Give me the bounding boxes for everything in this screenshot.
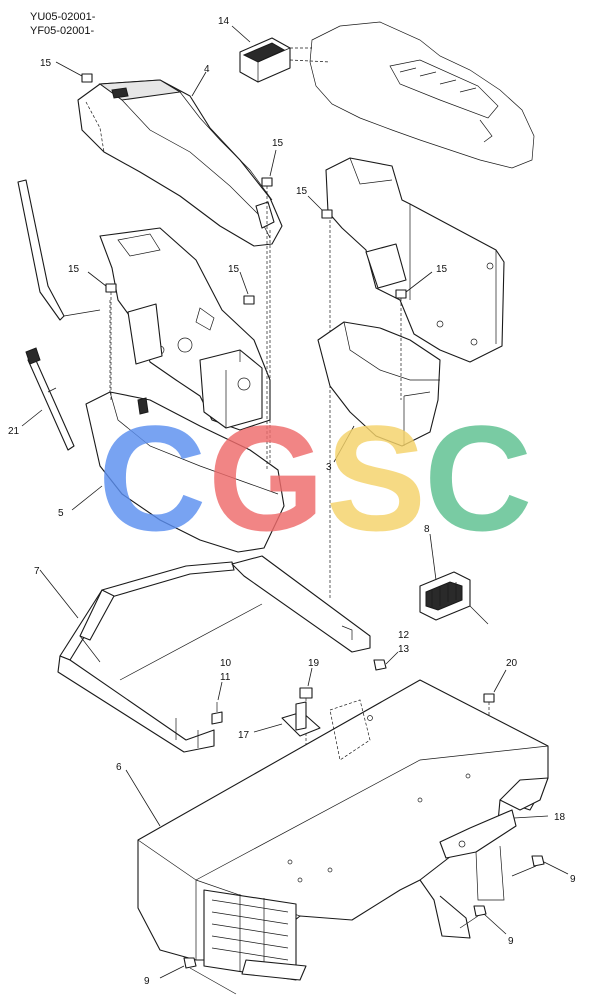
watermark-letter-s: S	[326, 394, 426, 562]
cgsc-watermark: C G S C	[98, 394, 532, 562]
callout-12: 12	[398, 630, 410, 641]
callout-4: 4	[204, 64, 210, 75]
callout-5: 5	[58, 508, 64, 519]
bolt-15-right-upper	[307, 195, 333, 219]
callout-20: 20	[506, 658, 518, 669]
part-6-floor-plate	[125, 679, 549, 981]
callout-14: 14	[218, 16, 230, 27]
callout-15-mid: 15	[228, 264, 240, 275]
part-8-switch-block	[419, 533, 489, 625]
bolt-15-left	[87, 271, 117, 400]
serial-line-2: YF05-02001-	[30, 25, 95, 37]
watermark-letter-c2: C	[424, 394, 532, 562]
part-18-bracket	[439, 809, 549, 901]
bolt-9-bottom	[159, 957, 237, 995]
bolt-9-middle	[459, 905, 507, 935]
part-17-bracket	[253, 701, 321, 737]
part-4-console-cover	[77, 71, 283, 247]
part-14-switch-cap	[231, 25, 291, 83]
callout-15-right-lower: 15	[436, 264, 448, 275]
callout-17: 17	[238, 730, 250, 741]
callout-18: 18	[554, 812, 566, 823]
part-5-lower-cover	[71, 391, 285, 553]
right-console-frame	[325, 157, 505, 600]
bolt-15-console	[261, 149, 277, 470]
reference-console-outline	[289, 21, 535, 169]
bolt-15-mid	[239, 271, 255, 305]
callout-10: 10	[220, 658, 232, 669]
callout-15-top: 15	[40, 58, 52, 69]
bolt-11	[211, 681, 223, 725]
callout-8: 8	[424, 524, 430, 535]
left-bracket-frame	[99, 227, 271, 470]
callout-15-left: 15	[68, 264, 80, 275]
part-3-side-cover	[317, 321, 441, 463]
callout-13: 13	[398, 644, 410, 655]
callout-11: 11	[220, 672, 231, 683]
callout-21: 21	[8, 426, 20, 437]
watermark-letter-c1: C	[98, 394, 206, 562]
control-rod	[17, 179, 101, 321]
part-21-gas-spring	[21, 347, 75, 451]
callout-15-console: 15	[272, 138, 284, 149]
watermark-letter-g: G	[208, 394, 325, 562]
callout-19: 19	[308, 658, 320, 669]
bolt-15-top	[55, 61, 93, 83]
callout-15-right-upper: 15	[296, 186, 308, 197]
bolt-15-right-lower	[395, 271, 433, 400]
callout-9-right: 9	[570, 874, 576, 885]
serial-line-1: YU05-02001-	[30, 11, 96, 23]
callout-9-middle: 9	[508, 936, 514, 947]
bolt-9-right	[511, 855, 569, 877]
callout-9-bottom: 9	[144, 976, 150, 987]
part-7-handrail-frame	[39, 555, 371, 753]
bolt-13	[373, 651, 399, 671]
callout-3: 3	[326, 462, 332, 473]
callout-7: 7	[34, 566, 40, 577]
callout-6: 6	[116, 762, 122, 773]
